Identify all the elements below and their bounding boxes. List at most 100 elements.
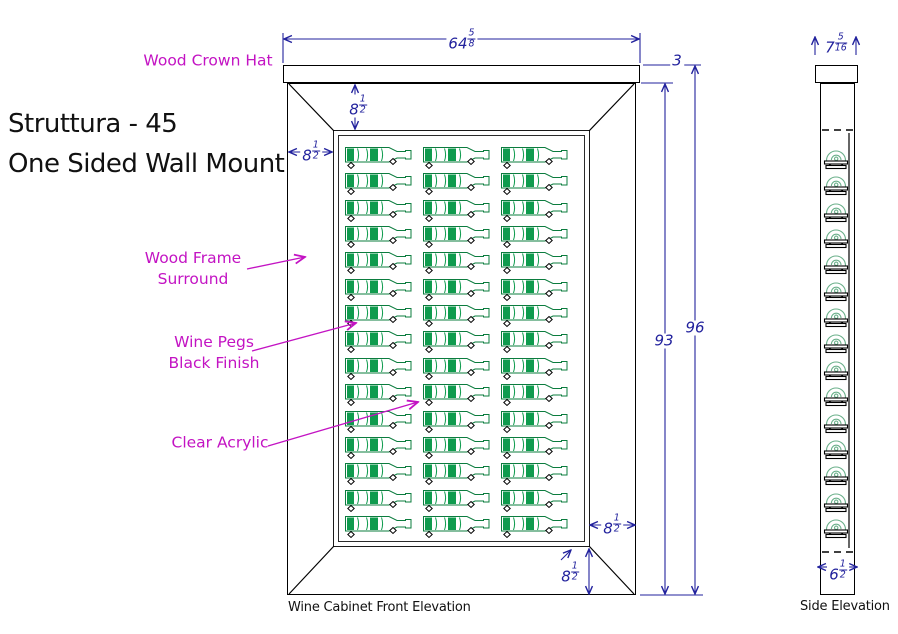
wine-bottle: [423, 147, 490, 170]
wine-peg: [503, 267, 511, 275]
wine-peg: [545, 342, 553, 350]
wine-peg: [545, 289, 553, 297]
dim-crown-height: 3: [670, 51, 684, 70]
wine-peg: [467, 210, 475, 218]
wine-peg: [425, 425, 433, 433]
wine-bottle: [423, 436, 490, 460]
label-wood-frame-surround: Wood Frame Surround: [144, 249, 242, 288]
wine-peg: [503, 319, 511, 328]
dim-cabinet-height: 93: [652, 331, 676, 350]
wine-peg: [389, 157, 397, 166]
dim-overall-height: 96: [683, 318, 707, 337]
wine-peg: [503, 161, 511, 170]
wine-peg: [389, 526, 397, 535]
wine-peg: [503, 425, 511, 433]
wine-bottle: [345, 436, 412, 460]
wine-bottle: [423, 463, 490, 486]
wine-bottle: [501, 436, 568, 460]
wine-peg: [503, 188, 511, 196]
wine-bottle: [423, 410, 490, 433]
wine-bottle: [423, 305, 490, 328]
wine-peg: [545, 421, 553, 429]
wine-bottle: [345, 252, 412, 275]
wine-peg: [347, 188, 355, 196]
wine-peg: [545, 157, 553, 166]
wine-peg: [545, 263, 553, 271]
wine-bottle: [345, 305, 412, 328]
wine-peg: [425, 267, 433, 275]
wine-peg: [389, 474, 397, 482]
wine-bottle: [501, 226, 568, 249]
wine-bottle: [345, 199, 412, 222]
side-bottle-column: [823, 145, 849, 545]
wine-peg: [425, 478, 433, 486]
wine-peg: [545, 184, 553, 192]
wine-peg: [467, 500, 475, 508]
wine-bottle: [423, 199, 490, 222]
wine-peg: [347, 504, 355, 512]
wine-bottle: [501, 489, 568, 512]
wine-peg: [545, 526, 553, 535]
wine-peg: [389, 315, 397, 324]
wine-bottle: [501, 410, 568, 433]
wine-peg: [467, 315, 475, 324]
bottle-grid: [338, 135, 585, 542]
wine-peg: [347, 425, 355, 433]
wine-bottle: [501, 331, 568, 354]
wine-bottle: [501, 305, 568, 328]
wine-peg: [389, 342, 397, 350]
wine-peg: [389, 447, 397, 456]
wine-peg: [347, 319, 355, 328]
wine-bottle: [345, 331, 412, 354]
wine-bottle: [423, 357, 490, 380]
wine-bottle: [423, 226, 490, 249]
wine-bottle: [423, 331, 490, 354]
wine-peg: [545, 315, 553, 324]
wine-peg: [467, 474, 475, 482]
wine-bottle: [501, 173, 568, 196]
drawing-title-line1: Struttura - 45: [8, 109, 178, 139]
bottle-end: [823, 413, 849, 433]
wine-bottle: [501, 384, 568, 407]
wine-peg: [503, 240, 511, 249]
wine-bottle: [345, 173, 412, 196]
bottle-end: [823, 466, 849, 486]
bottle-end: [823, 334, 849, 354]
wine-peg: [347, 398, 355, 407]
bottle-end: [823, 203, 849, 222]
wine-peg: [503, 346, 511, 354]
wine-peg: [545, 500, 553, 508]
bottle-end: [823, 282, 849, 301]
front-crown-hat: [283, 65, 640, 83]
wine-bottle: [345, 515, 412, 539]
bottle-end: [823, 519, 849, 538]
wine-peg: [503, 451, 511, 460]
wine-bottle: [345, 147, 412, 170]
caption-front-elevation: Wine Cabinet Front Elevation: [288, 600, 471, 615]
wine-peg: [503, 530, 511, 539]
bottle-end: [823, 440, 849, 459]
bottle-end: [823, 150, 849, 170]
bottle-end: [823, 308, 849, 328]
wine-bottle: [423, 252, 490, 275]
wine-peg: [425, 451, 433, 460]
wine-peg: [389, 184, 397, 192]
wine-peg: [347, 293, 355, 301]
wine-peg: [389, 263, 397, 271]
wine-bottle: [501, 147, 568, 170]
wine-peg: [425, 346, 433, 354]
wine-peg: [389, 500, 397, 508]
label-wood-crown-hat: Wood Crown Hat: [143, 51, 273, 70]
wine-peg: [425, 188, 433, 196]
wine-peg: [545, 368, 553, 376]
wine-peg: [389, 289, 397, 297]
wine-bottle: [345, 463, 412, 486]
wine-bottle: [501, 515, 568, 539]
wine-bottle: [423, 489, 490, 512]
wine-peg: [347, 372, 355, 380]
